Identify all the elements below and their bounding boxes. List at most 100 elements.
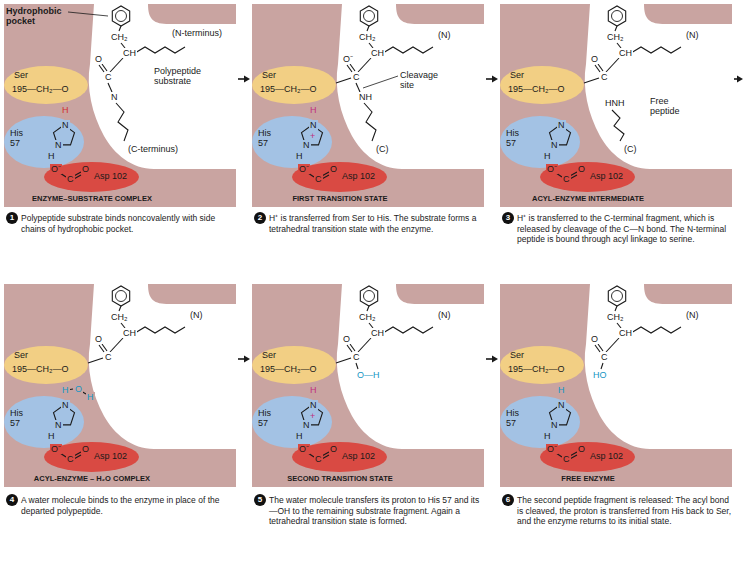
atom-label: C — [104, 352, 113, 362]
asp-residue-shape — [44, 442, 139, 472]
arrow-head — [492, 356, 498, 363]
panel-ground — [4, 284, 236, 487]
step-caption: H⁺ is transferred to the C-terminal frag… — [517, 213, 731, 245]
mechanism-panel: ACYL-ENZYME – H₂O COMPLEXSer195—CH₂—OHis… — [4, 284, 236, 487]
bond-line — [367, 26, 369, 31]
atom-label: O—H — [356, 370, 381, 380]
part-label: Free peptide — [650, 96, 690, 116]
part-label: (C-terminus) — [128, 144, 178, 154]
benzene-ring — [360, 6, 377, 26]
asp-residue-shape — [292, 442, 387, 472]
panel-ground — [500, 284, 732, 487]
bond-line — [108, 83, 112, 92]
ser-residue: Ser195—CH₂—O — [4, 66, 88, 104]
arrow-head — [244, 76, 250, 83]
atom-label: C — [352, 352, 361, 362]
bond-line — [598, 64, 603, 71]
residue-label: Ser — [262, 70, 276, 80]
atom-label: O — [590, 54, 599, 64]
atom-label: H — [295, 431, 304, 441]
his-residue-shape — [4, 116, 84, 168]
bond-line — [615, 26, 617, 31]
bond-line — [102, 64, 107, 71]
atom-label: O — [81, 444, 90, 454]
ser-residue-shape — [500, 66, 584, 104]
ser-residue: Ser195—CH₂—O — [500, 66, 584, 104]
bond-line — [102, 344, 107, 351]
part-label: (C) — [376, 144, 389, 154]
atom-label: H — [47, 431, 56, 441]
his-residue-shape — [500, 396, 580, 448]
atom-label: CH — [618, 48, 633, 58]
residue-label: 195—CH₂—O — [260, 84, 317, 94]
atom-label: N — [302, 140, 311, 150]
atom-label: HNH — [604, 98, 626, 108]
atom-label: O⁻ — [298, 164, 310, 174]
panel-title: SECOND TRANSITION STATE — [252, 474, 428, 483]
residue-label: Ser — [262, 350, 276, 360]
atom-label: CH₂ — [358, 312, 377, 322]
mechanism-panel: ACYL-ENZYME INTERMEDIATESer195—CH₂—OHis … — [500, 4, 732, 207]
benzene-ring — [116, 291, 127, 302]
step-arrow — [486, 76, 498, 83]
his-residue: His 57 — [252, 116, 332, 168]
step-caption: The second peptide fragment is released:… — [517, 495, 731, 527]
callout-number: 3 — [502, 212, 514, 224]
his-residue: His 57 — [4, 116, 84, 168]
asp-residue-shape — [540, 442, 635, 472]
benzene-ring — [612, 291, 623, 302]
residue-label: Asp 102 — [94, 171, 127, 181]
atom-label: H — [557, 385, 566, 395]
atom-label: C — [352, 72, 361, 82]
peptide-chain — [116, 103, 128, 141]
substrate-cavity — [89, 4, 236, 169]
bond-line — [606, 58, 619, 72]
atom-label: N — [557, 120, 566, 130]
step-caption: Polypeptide substrate binds noncovalentl… — [21, 213, 235, 234]
bond-line — [356, 83, 360, 92]
atom-label: CH₂ — [110, 32, 129, 42]
callout-number: 4 — [6, 494, 18, 506]
residue-label: Asp 102 — [590, 171, 623, 181]
atom-label: N — [550, 420, 559, 430]
leader-line — [68, 12, 108, 16]
part-label: Cleavage site — [400, 70, 446, 90]
residue-label: Asp 102 — [590, 451, 623, 461]
bond-line — [350, 344, 355, 351]
atom-label: O⁻ — [50, 164, 62, 174]
part-label: (N) — [686, 30, 699, 40]
atom-label: N — [110, 92, 119, 102]
substrate-cavity — [89, 284, 236, 449]
arrow-shaft — [486, 78, 493, 80]
atom-label: O⁻ — [298, 444, 310, 454]
residue-label: 195—CH₂—O — [260, 364, 317, 374]
atom-label: CH — [618, 328, 633, 338]
mechanism-panel: SECOND TRANSITION STATESer195—CH₂—OHis 5… — [252, 284, 484, 487]
part-label: (N) — [686, 310, 699, 320]
part-label: Hydrophobic pocket — [6, 6, 68, 26]
atom-label: C — [562, 454, 571, 464]
residue-label: 195—CH₂—O — [508, 364, 565, 374]
atom-label: C — [314, 454, 323, 464]
residue-label: 195—CH₂—O — [12, 364, 69, 374]
ser-residue: Ser 195—CH₂—O — [252, 66, 336, 104]
atom-label: C — [600, 352, 609, 362]
residue-label: Ser — [14, 70, 28, 80]
residue-label: His 57 — [10, 128, 34, 148]
atom-label: O⁻ — [546, 444, 558, 454]
asp-residue-shape — [292, 162, 387, 192]
panel-title: ENZYME–SUBSTRATE COMPLEX — [4, 194, 180, 203]
panel-ground — [252, 284, 484, 487]
asp-residue-shape — [44, 162, 139, 192]
atom-label: O — [81, 164, 90, 174]
bond-line — [119, 306, 121, 311]
callout-number: 5 — [254, 494, 266, 506]
bond-line — [336, 358, 351, 363]
arrow-head — [492, 76, 498, 83]
residue-label: His 57 — [506, 128, 530, 148]
atom-label: O — [342, 334, 351, 344]
bond-line — [598, 344, 603, 351]
residue-label: His 57 — [10, 408, 34, 428]
atom-label: N — [54, 420, 63, 430]
atom-label: O⁻ — [342, 54, 354, 64]
